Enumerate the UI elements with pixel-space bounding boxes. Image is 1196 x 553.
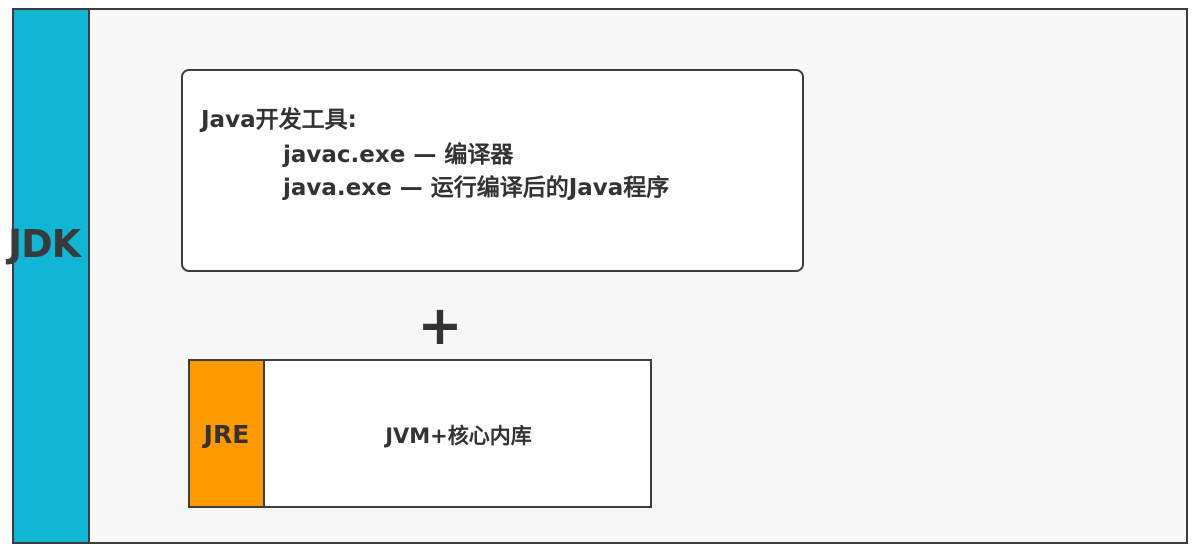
tool-item-java: java.exe — 运行编译后的Java程序 bbox=[283, 175, 670, 201]
jre-side-bar bbox=[188, 359, 265, 508]
plus-sign: + bbox=[417, 294, 463, 357]
jre-container bbox=[188, 359, 652, 508]
tool-item-javac: javac.exe — 编译器 bbox=[283, 142, 514, 168]
jvm-core-library-label: JVM+核心内库 bbox=[385, 424, 532, 448]
jdk-side-bar bbox=[12, 8, 90, 544]
jre-label: JRE bbox=[203, 420, 250, 449]
java-dev-tools-title: Java开发工具: bbox=[201, 107, 357, 133]
java-dev-tools-box bbox=[181, 69, 804, 272]
jdk-label: JDK bbox=[8, 222, 81, 266]
